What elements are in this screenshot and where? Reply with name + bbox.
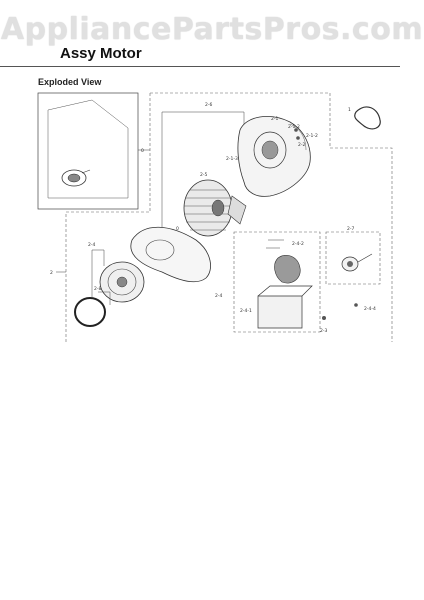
front-motor-housing bbox=[130, 226, 211, 283]
motor-rotor bbox=[183, 179, 233, 237]
bracket-assembly-box bbox=[233, 231, 321, 333]
callout-0: 0 bbox=[141, 148, 144, 154]
callout-2-4-1: 2-4-1 bbox=[240, 308, 252, 314]
callout-2: 2 bbox=[50, 270, 53, 276]
callout-2-4-x: 2-4 bbox=[88, 242, 95, 248]
motor-bracket bbox=[257, 239, 313, 329]
title-divider bbox=[0, 66, 400, 67]
callout-2-4-2: 2-4-2 bbox=[292, 241, 304, 247]
screw-parts bbox=[294, 128, 358, 320]
capacitor-box bbox=[325, 231, 381, 285]
callout-2-1-3: 2-1-3 bbox=[226, 156, 238, 162]
inset-box bbox=[37, 92, 139, 210]
gasket-ring bbox=[74, 297, 106, 327]
shaft-bracket bbox=[227, 195, 247, 225]
leader-2-4 bbox=[92, 249, 105, 266]
assembly-boundary bbox=[150, 92, 393, 342]
callout-1: 1 bbox=[348, 107, 351, 113]
callout-2-5: 2-5 bbox=[200, 172, 207, 178]
inset-motor-icon bbox=[61, 169, 91, 187]
inset-housing bbox=[47, 99, 129, 199]
callout-2-4-4: 2-4-4 bbox=[364, 306, 376, 312]
callout-2-7: 2-7 bbox=[347, 226, 354, 232]
assembly-boundary-left bbox=[65, 93, 151, 342]
leader-2-8 bbox=[98, 291, 111, 305]
callout-2-1-2: 2-1-2 bbox=[288, 124, 300, 130]
callout-0-b: 0 bbox=[176, 226, 179, 232]
callout-2-4: 2-4 bbox=[215, 293, 222, 299]
callout-2-6: 2-6 bbox=[205, 102, 212, 108]
impeller-cover bbox=[99, 261, 145, 303]
capacitor-part bbox=[341, 253, 373, 272]
page-title: Assy Motor bbox=[60, 45, 142, 62]
exploded-view-label: Exploded View bbox=[38, 77, 102, 87]
callout-2-1: 2-1 bbox=[271, 116, 278, 122]
watermark-logo: AppliancePartsPros.com bbox=[0, 12, 424, 47]
callout-2-3: 2-3 bbox=[320, 328, 327, 334]
drive-belt bbox=[354, 106, 381, 130]
rear-motor-housing bbox=[237, 116, 311, 197]
callout-2-8: 2-8 bbox=[94, 286, 101, 292]
callout-2-1-2-b: 2-1-2 bbox=[306, 133, 318, 139]
callout-2-2: 2-2 bbox=[298, 142, 305, 148]
